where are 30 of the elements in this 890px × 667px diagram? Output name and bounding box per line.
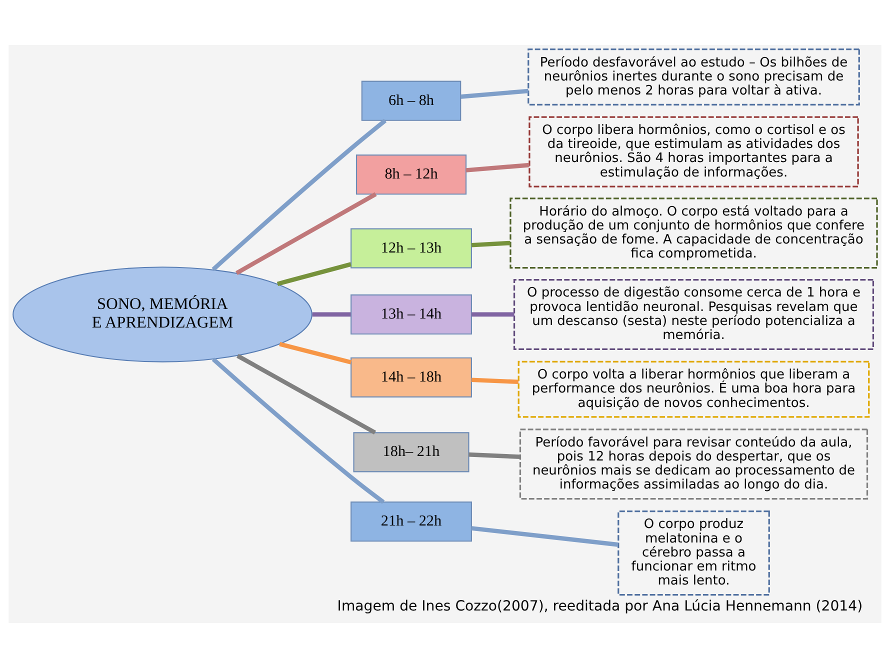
node-box: 21h – 22h [350,501,472,542]
node-box: 18h– 21h [353,432,470,472]
node-ellipse: SONO, MEMÓRIA E APRENDIZAGEM [12,266,312,362]
connector [468,452,520,458]
connector [212,118,387,271]
node-box: O corpo volta a liberar hormônios que liberam a performance dos neurônios. É uma boa hora para aquisição de novos conhecimentos. [518,360,870,418]
connector [276,262,352,286]
connector [236,353,376,434]
node-box: Horário do almoço. O corpo está voltado para a produção de um conjunto de hormônios que confere a sensação de fome. A capacidade de concentração fica comprometida. [510,197,878,268]
connector [212,357,385,504]
node-box: 8h – 12h [356,154,467,194]
node-box: 13h – 14h [350,294,472,334]
node-box: 6h – 8h [361,80,462,120]
node-box: O corpo libera hormônios, como o cortisol e os da tireoide, que estimulam as atividades dos neurônios. São 4 horas importantes para a estimulação de informações. [528,116,859,187]
connector [466,162,530,172]
connector [471,526,618,546]
node-box: 14h – 18h [350,356,472,397]
connector [471,377,519,384]
node-box: O corpo produz melatonina e o cérebro passa a funcionar em ritmo mais lento. [618,510,770,596]
connector [279,341,352,364]
connector [312,312,351,316]
node-box: 12h – 13h [350,228,472,268]
connector [471,240,510,247]
connector [460,88,528,98]
node-box: O processo de digestão consome cerca de 1 hora e provoca lentidão neuronal. Pesquisas revelam que um descanso (sesta) neste período potencializa a memória. [513,278,874,350]
caption: Imagem de Ines Cozzo(2007), reeditada por Ana Lúcia Hennemann (2014) [337,598,863,614]
node-box: Período desfavorável ao estudo – Os bilhões de neurônios inertes durante o sono precisam de pelo menos 2 horas para voltar à ativa. [528,48,860,105]
node-box: Período favorável para revisar conteúdo da aula, pois 12 horas depois do despertar, que os neurônios mais se dedicam ao processamento de informações assimiladas ao longo do dia. [519,428,868,500]
connector [236,192,377,274]
connector [471,312,514,316]
